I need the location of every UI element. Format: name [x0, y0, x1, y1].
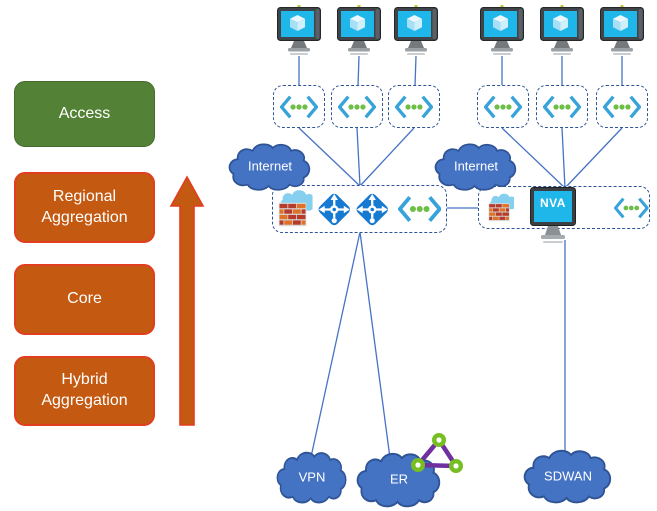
- virtual-network-icon: [280, 95, 318, 119]
- azure-firewall-icon: [488, 188, 514, 228]
- spoke-vnet-box: [388, 85, 440, 128]
- router-icon: [313, 188, 355, 231]
- layer-label: Regional Aggregation: [41, 187, 128, 226]
- vm-icon: [277, 5, 321, 57]
- layer-box-regional-aggregation: Regional Aggregation: [14, 172, 155, 243]
- spoke-vnet-box: [477, 85, 529, 128]
- internet-cloud: Internet: [434, 141, 518, 193]
- virtual-network-icon: [614, 194, 649, 222]
- vpn-cloud: VPN: [276, 449, 348, 506]
- virtual-network-icon: [603, 95, 641, 119]
- layer-box-access: Access: [14, 81, 155, 147]
- cloud-label: Internet: [453, 158, 499, 174]
- spoke-vnet-box: [273, 85, 325, 128]
- layer-box-hybrid-aggregation: Hybrid Aggregation: [14, 356, 155, 426]
- vm-icon: [480, 5, 524, 57]
- virtual-network-icon: [395, 95, 433, 119]
- expressroute-circuit-icon: [409, 432, 465, 476]
- vm-icon: [337, 5, 381, 57]
- cloud-label: VPN: [298, 468, 326, 484]
- router-icon: [351, 188, 393, 231]
- up-arrow: [169, 175, 205, 426]
- virtual-network-icon: [484, 95, 522, 119]
- hub-vnet-left-box: [272, 185, 447, 233]
- virtual-network-icon: [338, 95, 376, 119]
- azure-firewall-icon: [278, 189, 313, 229]
- nva-label: NVA: [540, 196, 566, 210]
- layer-label: Hybrid Aggregation: [41, 371, 128, 409]
- cloud-label: SDWAN: [544, 467, 592, 483]
- vm-icon: [540, 5, 584, 57]
- nva-monitor-icon: NVA: [530, 187, 576, 244]
- spoke-vnet-box: [596, 85, 648, 128]
- layer-label: Core: [67, 290, 102, 308]
- spoke-vnet-box: [536, 85, 588, 128]
- virtual-network-icon: [398, 195, 441, 223]
- cloud-label: ER: [389, 471, 409, 487]
- sdwan-cloud: SDWAN: [523, 447, 613, 506]
- layer-box-core: Core: [14, 264, 155, 335]
- spoke-vnet-box: [331, 85, 383, 128]
- er-cloud: ER: [356, 450, 442, 510]
- virtual-network-icon: [543, 95, 581, 119]
- layer-label: Access: [58, 104, 111, 122]
- vm-icon: [600, 5, 644, 57]
- vm-icon: [394, 5, 438, 57]
- internet-cloud: Internet: [228, 141, 312, 193]
- cloud-label: Internet: [247, 158, 293, 174]
